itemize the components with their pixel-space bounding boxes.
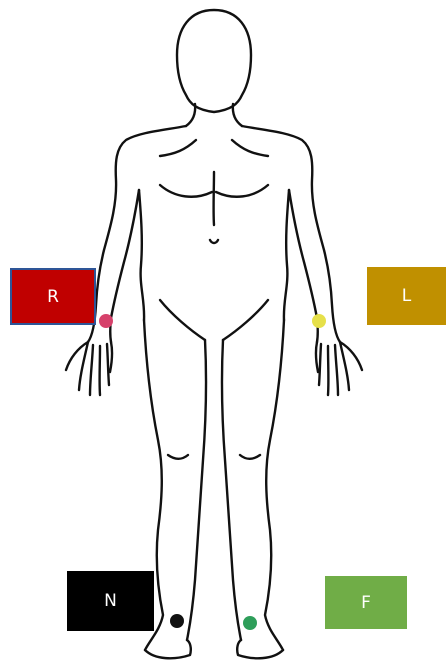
head-outline	[177, 10, 251, 112]
left-arm-inner	[110, 190, 139, 342]
neck-right	[233, 104, 242, 126]
left-hand	[66, 342, 112, 395]
electrode-dot-r	[99, 314, 113, 328]
right-leg-inner	[222, 340, 241, 640]
chest-right	[216, 185, 268, 197]
torso-left-side	[139, 190, 144, 320]
torso-right-side	[284, 190, 289, 320]
electrode-dot-n	[170, 614, 184, 628]
right-foot	[237, 640, 283, 658]
left-shoulder-arm-outer	[88, 126, 186, 342]
left-knee	[168, 455, 188, 459]
right-hand	[316, 342, 362, 395]
electrode-dot-f	[243, 616, 257, 630]
neck-left	[186, 104, 195, 126]
electrode-label-r: R	[10, 268, 96, 325]
right-shoulder-arm-outer	[242, 126, 340, 342]
electrode-label-f: F	[325, 576, 407, 629]
hip-right	[223, 300, 268, 340]
left-foot	[145, 640, 191, 658]
right-leg-outer	[265, 320, 284, 650]
navel	[210, 240, 218, 243]
electrode-label-n: N	[67, 571, 154, 631]
hip-left	[160, 300, 205, 340]
electrode-label-l: L	[367, 267, 446, 325]
left-leg-inner	[187, 340, 206, 640]
collarbone-right	[232, 140, 268, 156]
electrode-dot-l	[312, 314, 326, 328]
right-knee	[240, 455, 260, 459]
collarbone-left	[160, 140, 196, 156]
chest-left	[160, 185, 212, 197]
